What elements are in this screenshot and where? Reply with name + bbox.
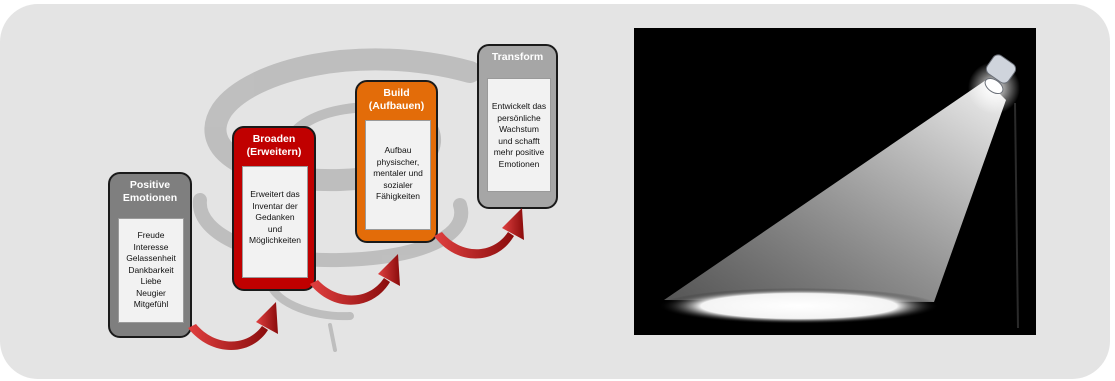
step-title: Build (Aufbauen) [368, 87, 425, 112]
step-title: Transform [491, 51, 544, 63]
step-body: Erweitert das Inventar der Gedanken und … [242, 166, 308, 278]
step-build: Build (Aufbauen) Aufbau physischer, ment… [355, 80, 438, 243]
step-broaden: Broaden (Erweitern) Erweitert das Invent… [232, 126, 316, 291]
spotlight-lamp-icon [659, 54, 1020, 329]
step-title: Broaden (Erweitern) [246, 133, 302, 158]
step-positive-emotions: Positive Emotionen Freude Interesse Gela… [108, 172, 192, 338]
arrow-1 [188, 302, 278, 351]
step-body: Aufbau physischer, mentaler und sozialer… [365, 120, 431, 230]
arrow-3 [434, 208, 524, 259]
step-transform: Transform Entwickelt das persönliche Wac… [477, 44, 558, 209]
step-body: Freude Interesse Gelassenheit Dankbarkei… [118, 218, 184, 323]
step-title: Positive Emotionen [122, 179, 178, 204]
spotlight-image [634, 28, 1036, 335]
step-body: Entwickelt das persönliche Wachstum und … [487, 78, 551, 192]
arrow-2 [310, 254, 400, 305]
